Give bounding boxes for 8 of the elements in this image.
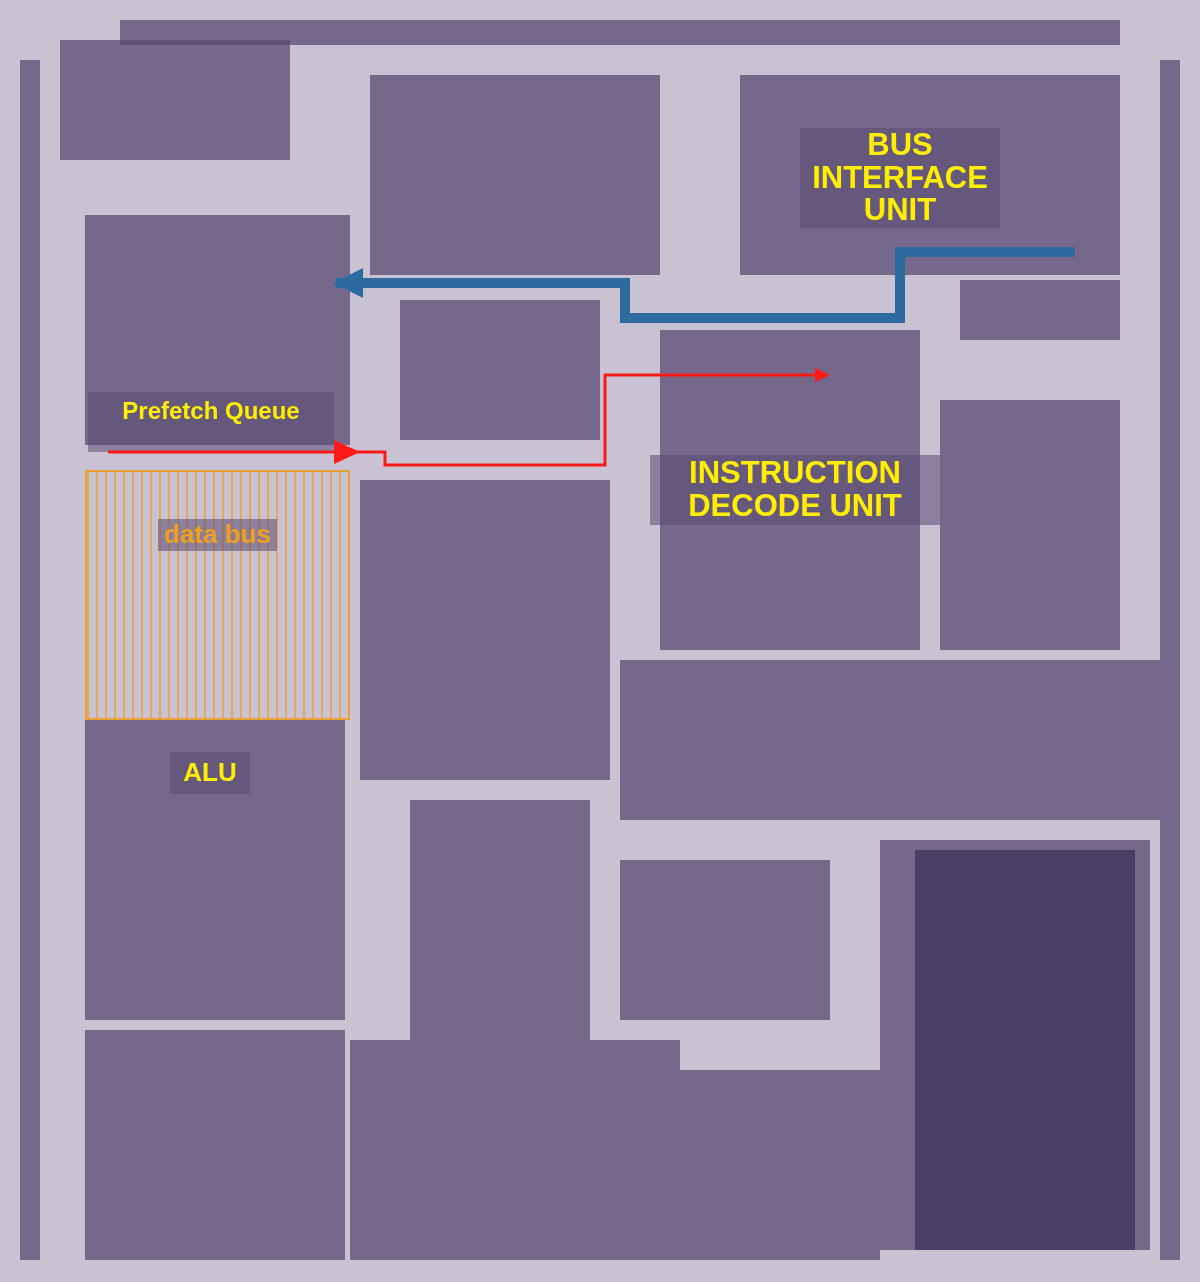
label-text: ALU xyxy=(183,759,237,787)
label-text: Prefetch Queue xyxy=(122,398,300,424)
highlighted-region xyxy=(85,470,350,720)
label-box xyxy=(88,392,334,452)
label-text: data bus xyxy=(158,519,277,551)
label-text: INSTRUCTION DECODE UNIT xyxy=(687,457,903,523)
label-box xyxy=(650,455,940,525)
label-text: BUS INTERFACE UNIT xyxy=(811,129,989,227)
